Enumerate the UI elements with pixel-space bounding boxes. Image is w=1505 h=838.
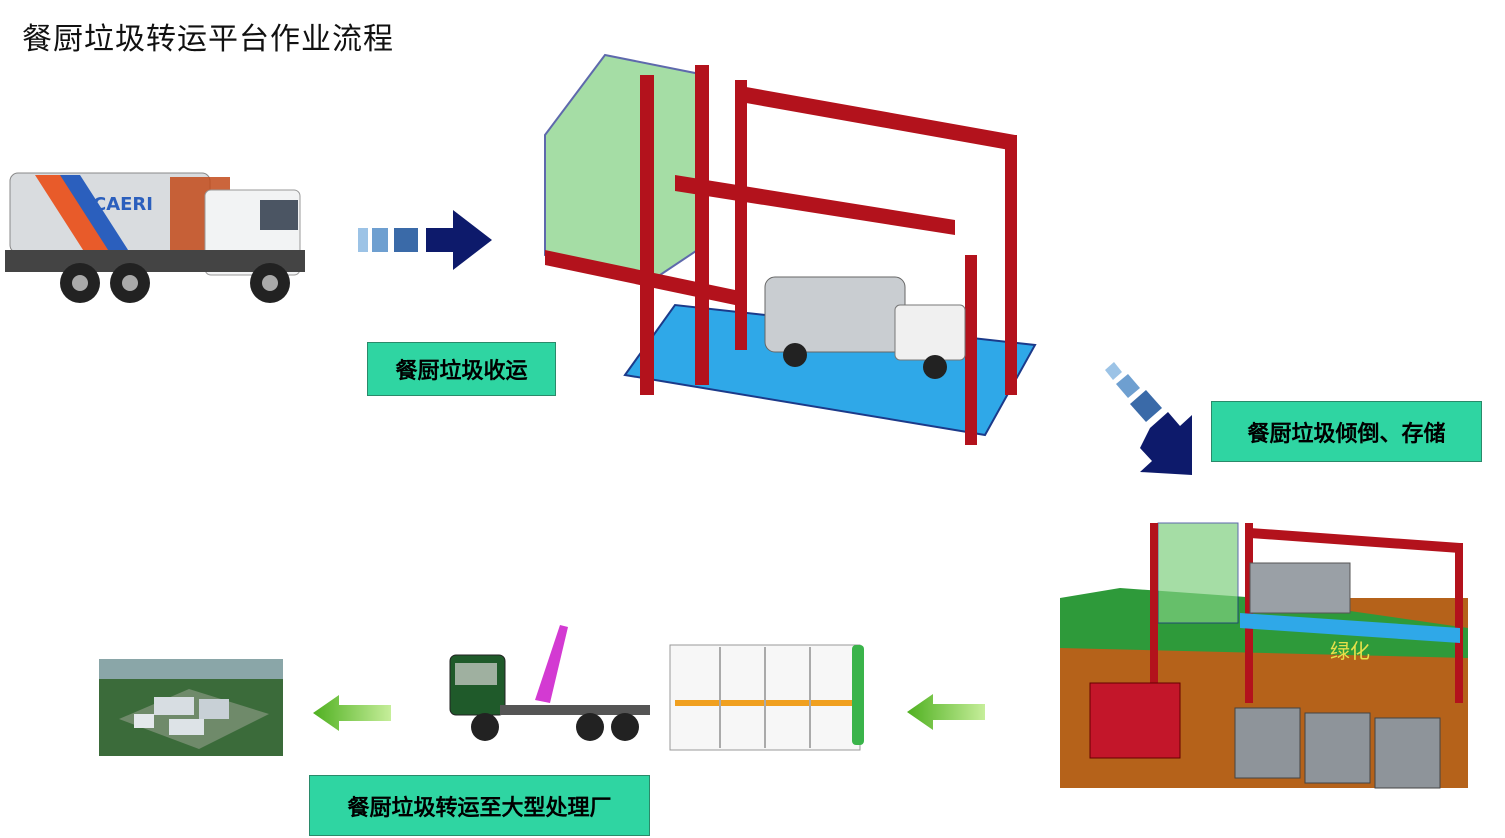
page-title: 餐厨垃圾转运平台作业流程: [22, 22, 394, 57]
step-label-collection: 餐厨垃圾收运: [367, 342, 556, 396]
treatment-plant-image: [99, 659, 283, 756]
truck-logo: CAERI: [93, 194, 153, 215]
garbage-truck-illustration: CAERI: [5, 172, 305, 303]
arrow-down-right-icon: [1105, 362, 1192, 475]
step-label-dump-storage: 餐厨垃圾倾倒、存储: [1211, 401, 1482, 462]
arrow-left-green-icon: [907, 694, 985, 730]
arrow-right-icon: [358, 210, 492, 270]
hooklift-truck-illustration: [449, 625, 864, 751]
step-label-transfer-plant: 餐厨垃圾转运至大型处理厂: [309, 775, 650, 836]
transfer-platform-illustration: [544, 53, 1037, 445]
ground-label: 绿化: [1330, 639, 1370, 663]
arrow-left-green-icon-2: [313, 695, 391, 731]
storage-site-illustration: 绿化: [1060, 522, 1468, 789]
